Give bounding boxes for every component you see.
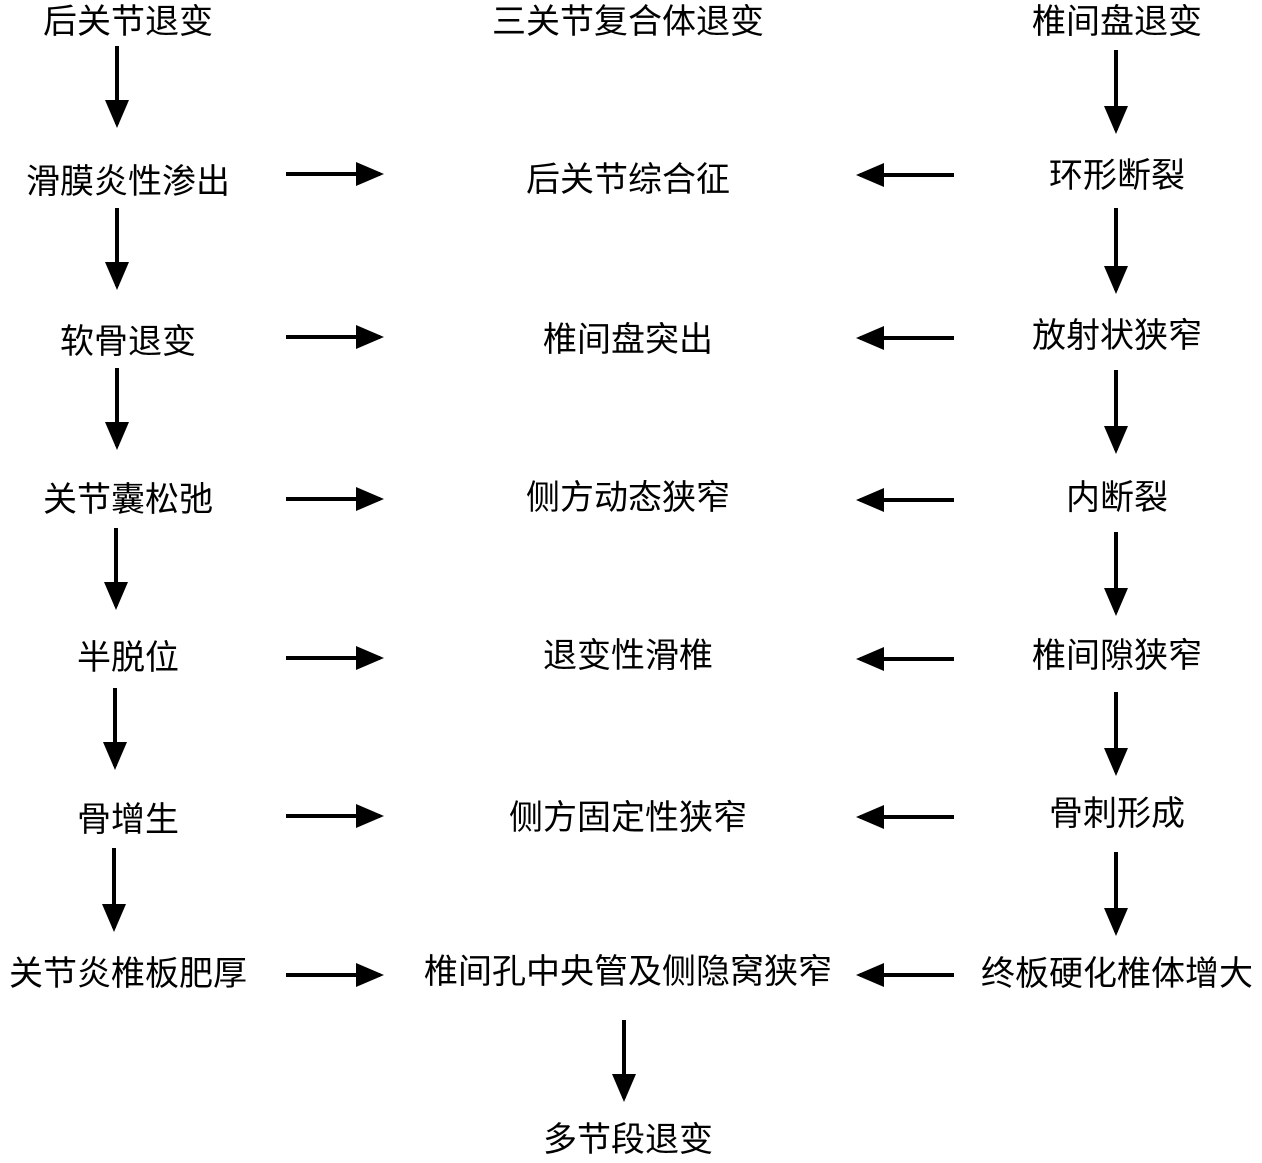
center-node-multilevel-degeneration: 多节段退变 [543,1120,713,1160]
right-node-endplate-sclerosis: 终板硬化椎体增大 [981,954,1253,994]
center-node-degenerative-spondylolisthesis: 退变性滑椎 [543,636,713,676]
center-node-lateral-fixed-stenosis: 侧方固定性狭窄 [509,798,747,838]
left-node-synovial-exudation: 滑膜炎性渗出 [26,162,230,202]
center-node-lateral-dynamic-stenosis: 侧方动态狭窄 [526,478,730,518]
right-header: 椎间盘退变 [1032,2,1202,42]
center-node-disc-herniation: 椎间盘突出 [543,320,713,360]
left-node-arthritis-lamina-thickening: 关节炎椎板肥厚 [9,954,247,994]
right-node-annular-tear: 环形断裂 [1049,156,1185,196]
center-node-facet-syndrome: 后关节综合征 [526,160,730,200]
center-node-foraminal-central-recess-stenosis: 椎间孔中央管及侧隐窝狭窄 [424,952,832,992]
left-node-bone-hyperplasia: 骨增生 [77,800,179,840]
right-node-disc-space-narrowing: 椎间隙狭窄 [1032,636,1202,676]
center-header: 三关节复合体退变 [492,2,764,42]
left-node-subluxation: 半脱位 [77,638,179,678]
left-node-cartilage-degeneration: 软骨退变 [60,322,196,362]
left-header: 后关节退变 [43,2,213,42]
right-node-osteophyte-formation: 骨刺形成 [1049,794,1185,834]
left-node-capsule-laxity: 关节囊松弛 [43,480,213,520]
right-node-internal-disruption: 内断裂 [1066,478,1168,518]
right-node-radial-narrowing: 放射状狭窄 [1032,316,1202,356]
